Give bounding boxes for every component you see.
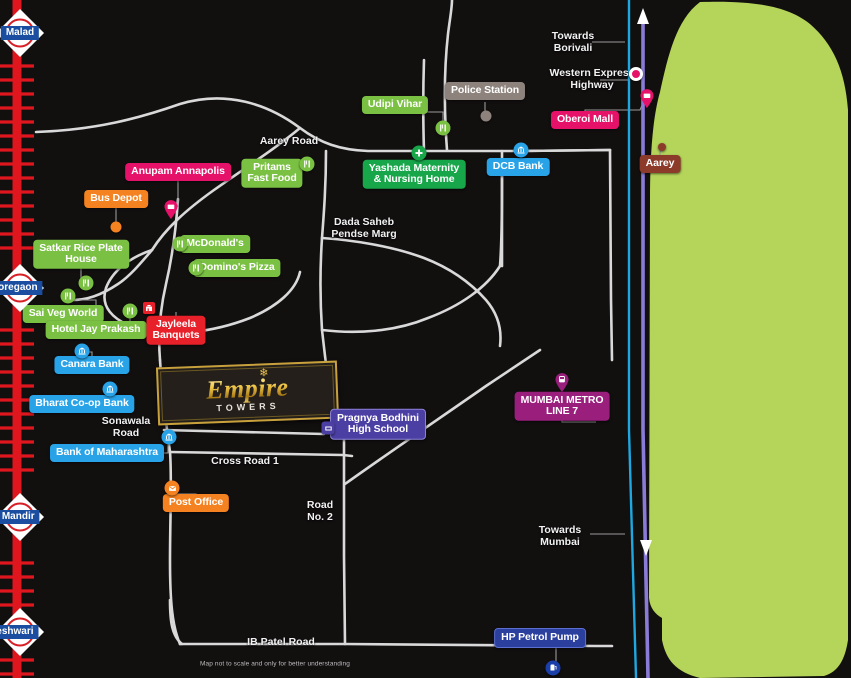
poi-label-aarey[interactable]: Aarey — [639, 155, 681, 173]
satkar-line-2: House — [65, 252, 97, 265]
poi-label-satkar-rice-plate-house[interactable]: Satkar Rice Plate House — [33, 239, 129, 269]
satkar-line-1: Satkar Rice Plate — [39, 241, 123, 254]
fuel-pump-icon[interactable] — [545, 660, 561, 676]
poi-label-dominos-pizza[interactable]: Domino's Pizza — [193, 259, 281, 277]
poi-label-yashada-maternity[interactable]: Yashada Maternity & Nursing Home — [362, 159, 466, 189]
poi-label-pragnya-bodhini-high-school[interactable]: Pragnya Bodhini High School — [330, 408, 426, 440]
station-ram-mandir[interactable]: Ram Mandir — [0, 492, 45, 542]
hospital-cross-icon[interactable] — [411, 145, 427, 161]
poi-label-canara-bank[interactable]: Canara Bank — [54, 356, 130, 374]
direction-mumbai-2: Mumbai — [540, 536, 580, 548]
road-label-road-no2-2: No. 2 — [307, 511, 333, 523]
road-label-dada-saheb-2: Pendse Marg — [331, 228, 397, 240]
banquet-hall-icon[interactable] — [143, 302, 155, 314]
station-malad[interactable]: Malad — [0, 8, 45, 58]
road-label-cross-road-1: Cross Road 1 — [211, 455, 279, 467]
metro-line-2: LINE 7 — [545, 404, 579, 417]
road-label-dada-saheb-1: Dada Saheb — [333, 216, 395, 228]
restaurant-icon[interactable] — [299, 156, 315, 172]
road-label-ib-patel-road: IB Patel Road — [247, 636, 315, 648]
restaurant-icon[interactable] — [172, 236, 188, 252]
road-label-road-no2-1: Road — [306, 499, 334, 511]
bank-icon[interactable] — [513, 142, 529, 158]
poi-label-hotel-jay-prakash[interactable]: Hotel Jay Prakash — [45, 321, 147, 339]
shopping-bag-icon[interactable] — [640, 89, 655, 108]
map-disclaimer: Map not to scale and only for better und… — [200, 660, 350, 668]
poi-label-post-office[interactable]: Post Office — [162, 494, 230, 512]
direction-mumbai-1: Towards — [538, 524, 582, 536]
restaurant-icon[interactable] — [60, 288, 76, 304]
direction-borivali-2: Borivali — [553, 42, 593, 54]
school-icon[interactable] — [321, 421, 335, 435]
pritams-line-1: Pritams — [253, 160, 291, 173]
poi-label-dcb-bank[interactable]: DCB Bank — [486, 158, 550, 176]
station-label: Jogeshwari — [0, 625, 39, 639]
poi-label-pritams-fast-food[interactable]: Pritams Fast Food — [241, 158, 303, 188]
pritams-line-2: Fast Food — [247, 171, 297, 184]
station-label: Malad — [0, 26, 40, 40]
bank-icon[interactable] — [74, 343, 90, 359]
direction-borivali-1: Towards — [551, 30, 595, 42]
road-label-sonawala-2: Road — [112, 427, 140, 439]
poi-label-bank-of-maharashtra[interactable]: Bank of Maharashtra — [50, 444, 164, 462]
jayleela-line-1: Jayleela — [155, 317, 197, 330]
poi-label-udipi-vihar[interactable]: Udipi Vihar — [361, 96, 429, 114]
metro-line-1: MUMBAI METRO — [520, 393, 604, 406]
station-label: Ram Mandir — [0, 510, 40, 524]
pragnya-line-1: Pragnya Bodhini — [337, 411, 419, 424]
shopping-bag-icon[interactable] — [164, 200, 179, 219]
yashada-line-2: & Nursing Home — [373, 172, 455, 185]
restaurant-icon[interactable] — [435, 120, 451, 136]
restaurant-icon[interactable] — [78, 275, 94, 291]
aarey-node-icon[interactable] — [658, 143, 666, 151]
poi-label-mcdonalds[interactable]: McDonald's — [180, 235, 250, 253]
station-label: Goregaon — [0, 281, 43, 295]
fleur-de-lis-icon: ❄ — [259, 367, 269, 380]
poi-label-jayleela-banquets[interactable]: Jayleela Banquets — [146, 315, 206, 345]
poi-label-sai-veg-world[interactable]: Sai Veg World — [22, 305, 104, 323]
road-label-weh-2: Highway — [570, 79, 614, 91]
poi-label-police-station[interactable]: Police Station — [444, 82, 526, 100]
poi-label-bus-depot[interactable]: Bus Depot — [84, 190, 148, 208]
road-label-sonawala-1: Sonawala — [101, 415, 151, 427]
poi-label-bharat-coop-bank[interactable]: Bharat Co-op Bank — [29, 395, 135, 413]
restaurant-icon[interactable] — [188, 260, 204, 276]
post-office-icon[interactable] — [164, 480, 180, 496]
pragnya-line-2: High School — [347, 422, 409, 435]
road-label-weh-1: Western Express — [549, 67, 635, 79]
empire-towers-logo[interactable]: ❄ Empire TOWERS — [155, 360, 340, 426]
road-label-aarey-road: Aarey Road — [259, 135, 319, 147]
restaurant-icon[interactable] — [122, 303, 138, 319]
bank-icon[interactable] — [102, 381, 118, 397]
poi-label-anupam-annapolis[interactable]: Anupam Annapolis — [125, 163, 231, 181]
station-jogeshwari[interactable]: Jogeshwari — [0, 607, 45, 657]
bus-icon[interactable] — [110, 221, 122, 233]
poi-label-mumbai-metro-line-7[interactable]: MUMBAI METRO LINE 7 — [514, 391, 610, 421]
metro-train-icon[interactable] — [555, 373, 570, 392]
jayleela-line-2: Banquets — [152, 328, 200, 341]
yashada-line-1: Yashada Maternity — [368, 161, 460, 174]
western-express-highway-node[interactable] — [629, 67, 643, 81]
poi-label-oberoi-mall[interactable]: Oberoi Mall — [550, 111, 620, 129]
bank-icon[interactable] — [161, 429, 177, 445]
poi-label-hp-petrol-pump[interactable]: HP Petrol Pump — [494, 628, 586, 648]
station-goregaon[interactable]: Goregaon — [0, 263, 45, 313]
police-icon[interactable] — [480, 110, 492, 122]
